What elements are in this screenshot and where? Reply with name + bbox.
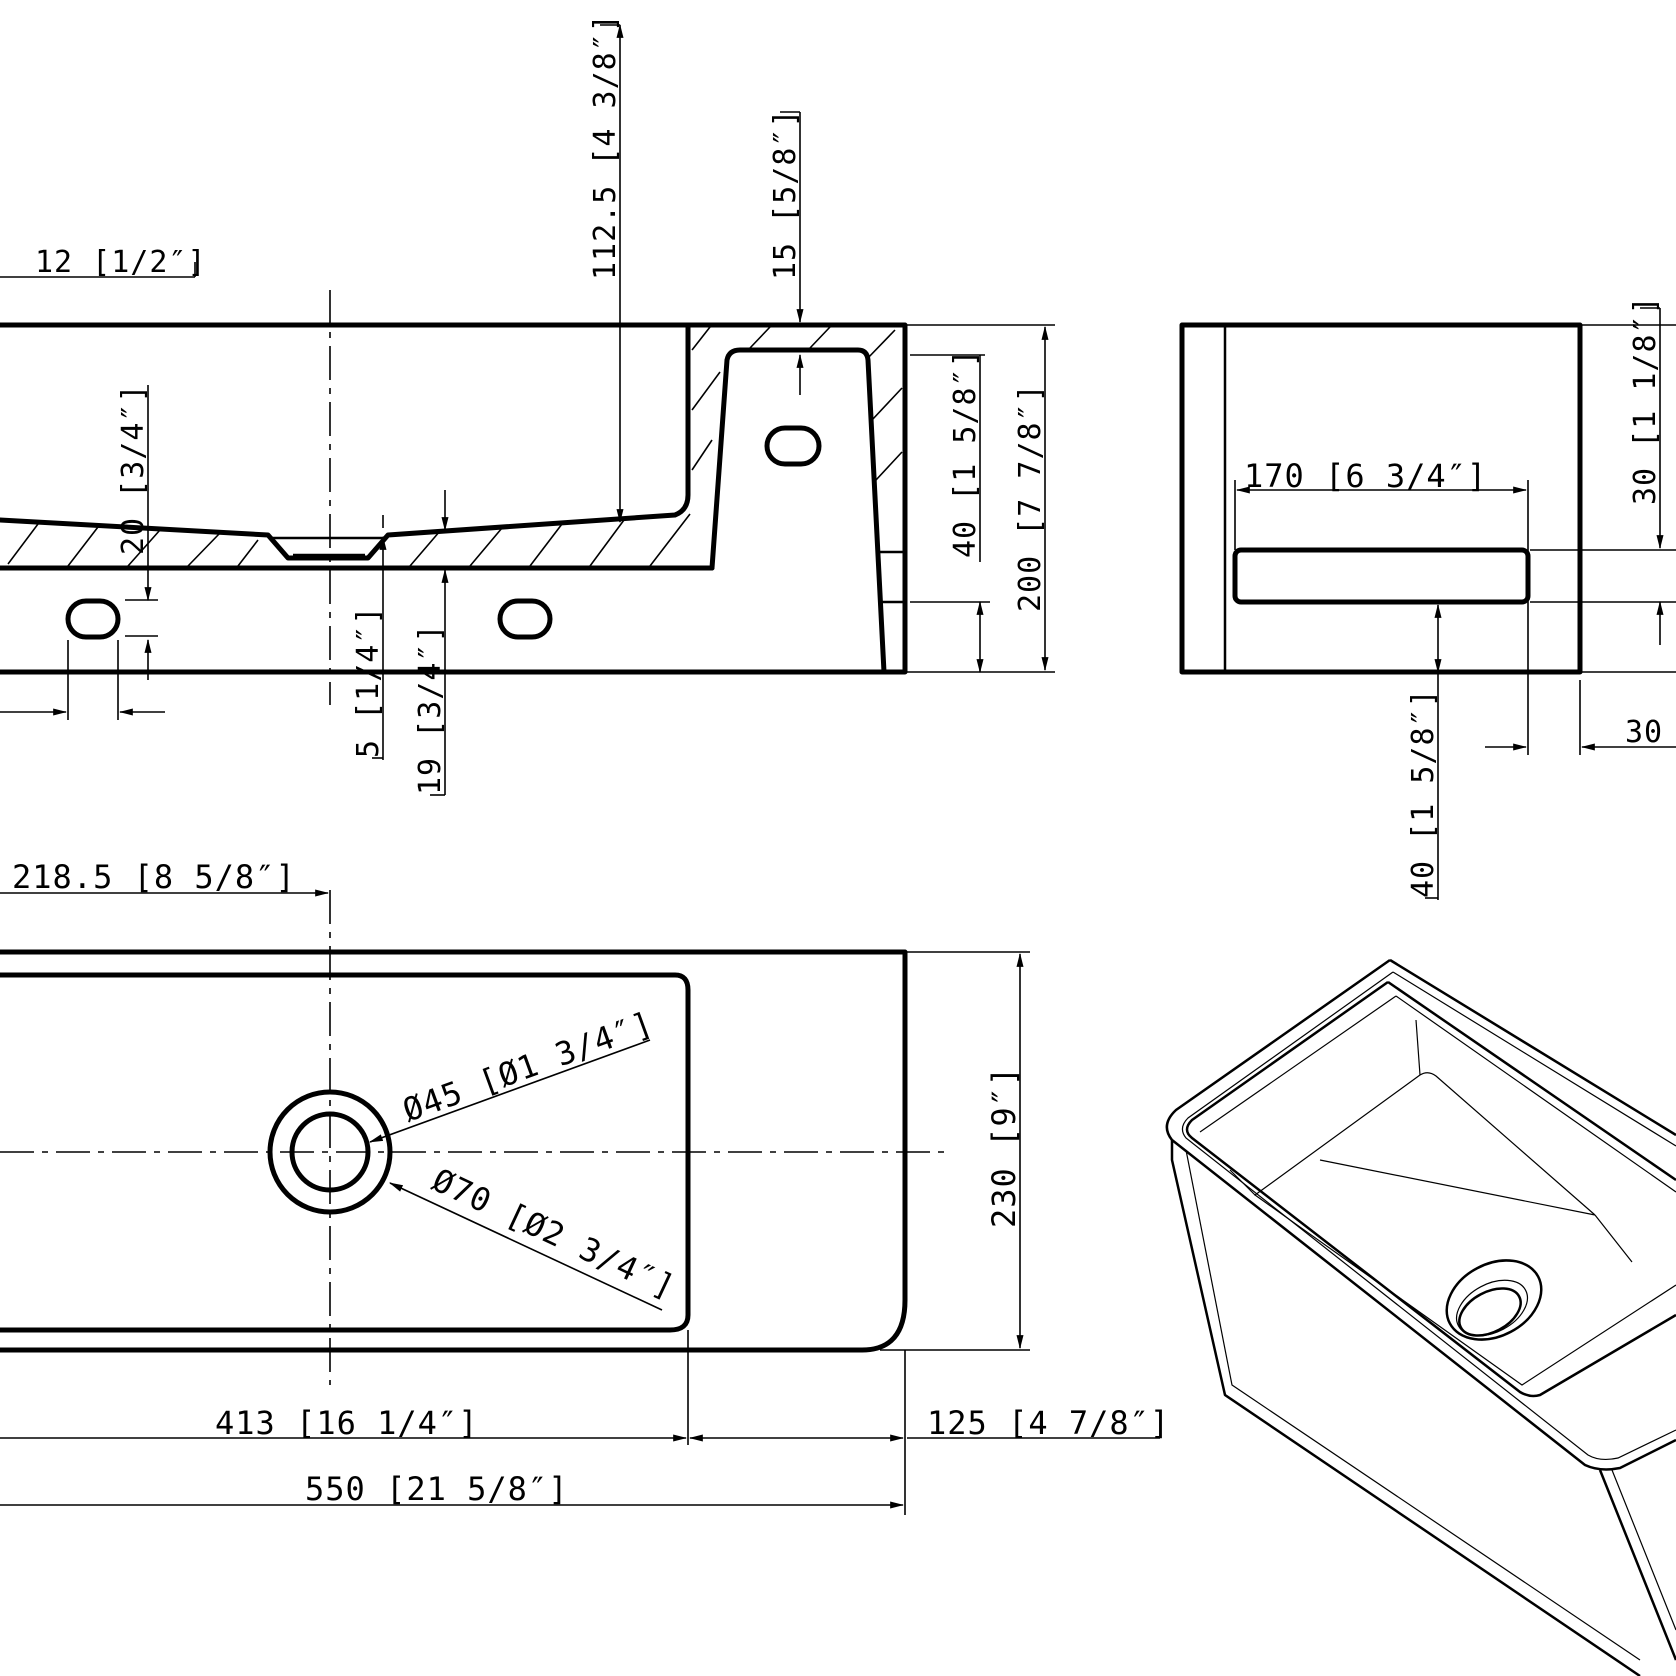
dim-70-text: Ø70 [Ø2 3/4″] (427, 1161, 682, 1307)
iso-inner-rim (1185, 980, 1676, 1398)
front-overflow-channel (709, 347, 887, 675)
dim-125-text: 125 [4 7/8″] (927, 1404, 1170, 1442)
iso-drain-inner (1458, 1287, 1522, 1337)
dim-200-text: 200 [7 7/8″] (1013, 383, 1048, 612)
front-section-view: 12 [1/2″] 112.5 [4 3/8″] 15 [5/8″] 40 [1… (0, 13, 1055, 796)
iso-body (1170, 1140, 1676, 1676)
top-view: 218.5 [8 5/8″] Ø45 [Ø1 3/4″] Ø70 [Ø2 3/4… (0, 858, 1170, 1515)
front-overflow-hole-right (764, 425, 822, 467)
front-slot-left (65, 598, 121, 640)
side-outline (1179, 322, 1583, 675)
dim-413-text: 413 [16 1/4″] (215, 1404, 478, 1442)
dim-15-text: 15 [5/8″] (768, 108, 803, 280)
dim-70-leader (388, 1182, 663, 1311)
iso-basin-floor (1253, 1072, 1676, 1386)
side-view: 170 [6 3/4″] 30 [1 1/8″] 40 [1 5/8″] 30 (1179, 295, 1676, 900)
side-slot (1232, 547, 1531, 605)
dim-230-text: 230 [9″] (985, 1066, 1023, 1228)
dim-112-text: 112.5 [4 3/8″] (588, 13, 623, 280)
dim-19-text: 19 [3/4″] (413, 623, 448, 795)
front-slot-mid (497, 598, 553, 640)
front-drain-recess (272, 536, 385, 557)
dim-45-text: Ø45 [Ø1 3/4″] (398, 1004, 659, 1130)
dim-218-text: 218.5 [8 5/8″] (12, 858, 296, 896)
iso-drain-outer (1445, 1259, 1543, 1341)
dim-550-text: 550 [21 5/8″] (305, 1470, 568, 1508)
dim-12-text: 12 [1/2″] (35, 245, 207, 280)
dim-170-text: 170 [6 3/4″] (1244, 457, 1487, 495)
dim-30-vert-text: 30 [1 1/8″] (1628, 295, 1663, 505)
front-hatching (7, 326, 903, 567)
dim-45-leader (368, 1039, 651, 1143)
dim-40-front-text: 40 [1 5/8″] (948, 348, 983, 558)
dim-30-horiz-text: 30 (1625, 715, 1663, 750)
front-right-wall (878, 550, 905, 604)
dim-5-text: 5 [1/4″] (351, 606, 386, 759)
iso-outer-rim (1165, 958, 1676, 1471)
isometric-view (1165, 958, 1676, 1676)
front-basin-interior (0, 322, 691, 561)
front-outer-outline (0, 322, 908, 675)
dim-40-side-text: 40 [1 5/8″] (1406, 688, 1441, 898)
dim-20-text: 20 [3/4″] (116, 383, 151, 555)
top-outer-outline (0, 949, 908, 1353)
